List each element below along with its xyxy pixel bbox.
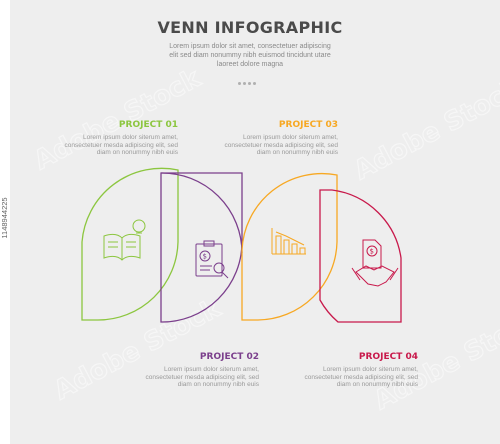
project-02: PROJECT 02 Lorem ipsum dolor siterum ame…: [139, 352, 259, 389]
project-description: Lorem ipsum dolor siterum amet, consecte…: [145, 366, 259, 388]
dot: [238, 82, 241, 85]
project-label: PROJECT 03: [278, 120, 338, 130]
project-description: Lorem ipsum dolor siterum amet, consecte…: [64, 134, 178, 156]
pagination-dots: [238, 72, 258, 90]
project-01: PROJECT 01 Lorem ipsum dolor siterum ame…: [58, 120, 178, 157]
svg-text:$: $: [203, 253, 207, 261]
project-01-shape: [81, 167, 179, 321]
dot: [243, 82, 246, 85]
project-03-shape: [241, 172, 338, 321]
page-subtitle: Lorem ipsum dolor sit amet, consectetuer…: [169, 43, 331, 68]
project-02-shape: [160, 172, 243, 323]
project-description: Lorem ipsum dolor siterum amet, consecte…: [224, 134, 338, 156]
financial-report-icon: $: [195, 240, 229, 279]
svg-text:$: $: [370, 248, 374, 256]
project-04-shape: [319, 189, 402, 323]
stock-id-strip: 1148944225: [0, 0, 10, 444]
project-label: PROJECT 04: [358, 352, 418, 362]
project-label: PROJECT 02: [199, 352, 259, 362]
page-title: VENN INFOGRAPHIC: [157, 18, 343, 37]
project-02-arc: [160, 172, 243, 254]
book-lightbulb-icon: [103, 219, 146, 261]
dot: [248, 82, 251, 85]
project-label: PROJECT 01: [118, 120, 178, 130]
project-04: PROJECT 04 Lorem ipsum dolor siterum ame…: [298, 352, 418, 389]
project-description: Lorem ipsum dolor siterum amet, consecte…: [304, 366, 418, 388]
handshake-contract-icon: $: [351, 239, 399, 287]
stock-id-text: 1148944225: [0, 197, 9, 239]
project-03: PROJECT 03 Lorem ipsum dolor siterum ame…: [218, 120, 338, 157]
bar-chart-icon: [271, 228, 306, 255]
dot: [253, 82, 256, 85]
